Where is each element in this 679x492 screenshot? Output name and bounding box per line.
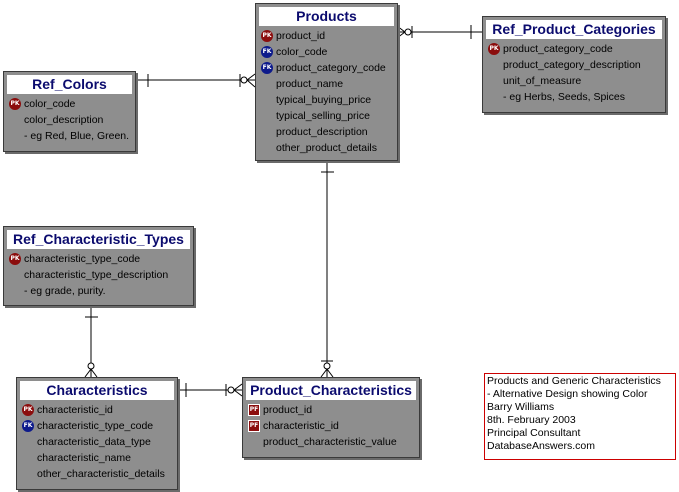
attribute-name: typical_selling_price	[276, 110, 370, 122]
entity-title: Product_Characteristics	[246, 381, 416, 400]
attribute-name: product_id	[276, 30, 326, 42]
fk-key-icon: FK	[261, 62, 273, 74]
note-line: Products and Generic Characteristics	[487, 375, 661, 387]
entity-title: Products	[259, 7, 394, 26]
attribute-name: characteristic_name	[37, 452, 131, 464]
attribute-name: typical_buying_price	[276, 94, 372, 106]
attribute-row: product_characteristic_value	[243, 434, 419, 450]
attribute-name: - eg Red, Blue, Green.	[24, 130, 130, 142]
note-line: DatabaseAnswers.com	[487, 440, 595, 452]
attribute-name: unit_of_measure	[503, 75, 582, 87]
attribute-name: color_code	[24, 98, 76, 110]
attribute-name: characteristic_type_description	[24, 269, 169, 281]
diagram-note: Products and Generic Characteristics - A…	[484, 373, 676, 460]
note-line: 8th. February 2003	[487, 414, 576, 426]
entity-title: Ref_Product_Categories	[486, 20, 662, 39]
attribute-name: color_code	[276, 46, 328, 58]
attribute-name: characteristic_id	[37, 404, 113, 416]
attribute-name: product_characteristic_value	[263, 436, 397, 448]
entity-title: Characteristics	[20, 381, 174, 400]
fk-key-icon: FK	[22, 420, 34, 432]
attribute-name: characteristic_data_type	[37, 436, 151, 448]
attribute-name: characteristic_id	[263, 420, 339, 432]
attribute-row: - eg Red, Blue, Green.	[4, 128, 135, 144]
pk-key-icon: PK	[9, 98, 21, 110]
attribute-row: color_description	[4, 112, 135, 128]
pk-key-icon: PK	[22, 404, 34, 416]
pk-key-icon: PK	[9, 253, 21, 265]
attribute-name: product_category_code	[503, 43, 613, 55]
attribute-row: typical_selling_price	[256, 108, 397, 124]
pf-key-icon: PF	[248, 404, 260, 416]
attribute-row: unit_of_measure	[483, 73, 665, 89]
attribute-row: characteristic_data_type	[17, 434, 177, 450]
attribute-row: characteristic_name	[17, 450, 177, 466]
attribute-row: other_characteristic_details	[17, 466, 177, 482]
attribute-row: product_description	[256, 124, 397, 140]
attribute-row: - eg grade, purity.	[4, 283, 193, 299]
fk-key-icon: FK	[261, 46, 273, 58]
entity-title: Ref_Characteristic_Types	[7, 230, 190, 249]
attribute-name: other_product_details	[276, 142, 377, 154]
attribute-row: - eg Herbs, Seeds, Spices	[483, 89, 665, 105]
attribute-name: product_category_description	[503, 59, 641, 71]
attribute-name: product_id	[263, 404, 313, 416]
entity-title: Ref_Colors	[7, 75, 132, 94]
attribute-name: characteristic_type_code	[24, 253, 141, 265]
attribute-name: - eg grade, purity.	[24, 285, 106, 297]
attribute-row: characteristic_type_description	[4, 267, 193, 283]
attribute-row: typical_buying_price	[256, 92, 397, 108]
attribute-name: characteristic_type_code	[37, 420, 154, 432]
attribute-name: color_description	[24, 114, 104, 126]
pk-key-icon: PK	[488, 43, 500, 55]
attribute-name: - eg Herbs, Seeds, Spices	[503, 91, 625, 103]
attribute-row: product_category_description	[483, 57, 665, 73]
attribute-row: product_name	[256, 76, 397, 92]
attribute-name: product_description	[276, 126, 368, 138]
attribute-name: product_name	[276, 78, 344, 90]
note-line: - Alternative Design showing Color	[487, 388, 648, 400]
attribute-row: other_product_details	[256, 140, 397, 156]
attribute-name: other_characteristic_details	[37, 468, 165, 480]
pf-key-icon: PF	[248, 420, 260, 432]
note-line: Principal Consultant	[487, 427, 581, 439]
note-line: Barry Williams	[487, 401, 555, 413]
attribute-name: product_category_code	[276, 62, 386, 74]
pk-key-icon: PK	[261, 30, 273, 42]
